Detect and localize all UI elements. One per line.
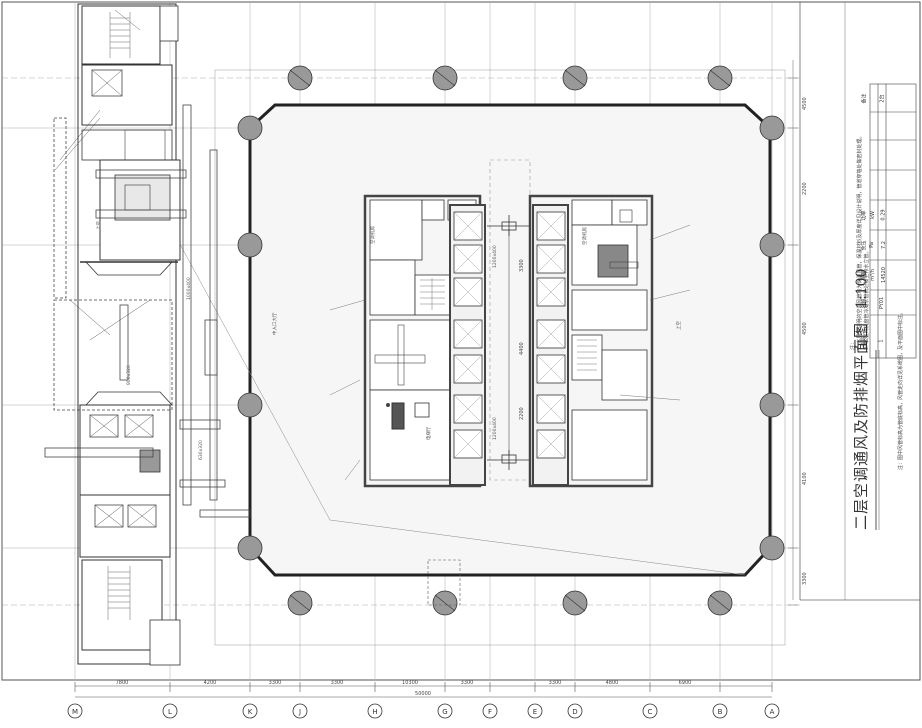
axis-label-l: L: [168, 708, 172, 716]
bottom-note: 注：图中风管标高为管底标高，风管走向详见系统图，及平面图中标注。: [898, 309, 904, 470]
zone-label: 中入口大厅: [271, 312, 278, 335]
axis-label-a: A: [770, 708, 775, 716]
bottom-dim-6: 3300: [549, 680, 562, 686]
axis-label-c: C: [648, 708, 653, 716]
axis-label-b: B: [718, 708, 723, 716]
bottom-dim-1: 4200: [204, 680, 217, 686]
duct-size-a: 1200x400: [492, 245, 498, 268]
table-cell-remark: 2台: [879, 94, 886, 103]
table-header-remark: 备注: [861, 93, 868, 104]
drawing-scale: 1:100: [854, 268, 870, 309]
duct-size-c: 1000x400: [186, 277, 192, 300]
table-cell-airflow: 14520: [880, 267, 887, 283]
bottom-dimension-line: [74, 682, 773, 698]
right-dim-4: 3300: [802, 572, 808, 585]
bottom-dim-0: 7800: [116, 680, 129, 686]
elevator-bank-left: [449, 204, 486, 486]
right-dimension-line: [788, 60, 798, 606]
axis-label-f: F: [488, 708, 492, 716]
bottom-dim-7: 4800: [606, 680, 619, 686]
table-cell-power: 0.29: [880, 209, 887, 221]
elev-a: 3300: [519, 259, 525, 272]
table-cell-no: 1: [878, 339, 885, 343]
room-label-center: 电梯厅: [425, 426, 432, 440]
axis-label-d: D: [572, 708, 577, 716]
axis-label-m: M: [72, 708, 78, 716]
right-dim-2: 4500: [802, 322, 808, 335]
duct-size-d: 800x320: [126, 365, 132, 385]
left-ductwork: [44, 104, 251, 518]
drawing-border: [1, 1, 921, 681]
duct-size-b: 630x320: [198, 440, 204, 460]
room-label-left: 空调机房: [369, 226, 376, 244]
duct-size-a2: 1200x400: [492, 417, 498, 440]
equipment-table-grid: [869, 83, 917, 359]
table-cell-pressure: 7.2: [880, 241, 887, 249]
drawing-title: 二层空调通风及防排烟平面图: [852, 321, 870, 530]
room-label-right: 空调机房: [581, 227, 588, 245]
axis-bubbles: [67, 703, 780, 719]
axis-label-j: J: [298, 708, 301, 716]
elev-c: 4400: [519, 342, 525, 355]
structural-columns: [237, 65, 785, 616]
bottom-dim-5: 3300: [461, 680, 474, 686]
left-service-strip: [77, 3, 181, 666]
void-label-left: 上空: [95, 221, 102, 230]
axis-label-g: G: [442, 708, 447, 716]
bottom-dim-3: 3300: [331, 680, 344, 686]
right-dim-0: 4500: [802, 97, 808, 110]
right-dim-3: 4100: [802, 472, 808, 485]
overall-dim: 50000: [415, 691, 431, 697]
bottom-dim-4: 10300: [402, 680, 418, 686]
core-left-block: [363, 194, 482, 488]
right-dim-1: 2200: [802, 182, 808, 195]
elevator-bank-right: [532, 204, 569, 486]
core-right-block: [528, 194, 654, 488]
drawing-title-block: 二层空调通风及防排烟平面图 1:100: [850, 269, 871, 530]
elev-b: 2200: [519, 407, 525, 420]
void-label: 上空: [675, 321, 682, 330]
axis-label-h: H: [372, 708, 377, 716]
axis-label-e: E: [533, 708, 537, 716]
bottom-dim-2: 3300: [269, 680, 282, 686]
atrium-void: [248, 103, 772, 577]
table-cell-name: PY01: [879, 296, 886, 310]
bottom-dim-8: 6900: [679, 680, 692, 686]
axis-label-k: K: [248, 708, 253, 716]
